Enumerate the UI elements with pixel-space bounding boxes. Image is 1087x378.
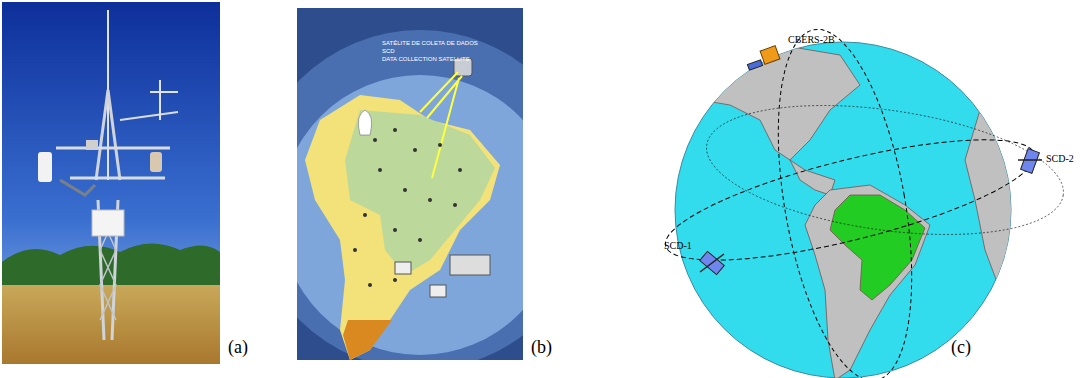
data-collection-diagram — [297, 8, 523, 360]
station-photo — [2, 2, 220, 364]
diagram-caption: SATÉLITE DE COLETA DE DADOS — [382, 40, 478, 47]
satellite-name: CBERS-2B — [788, 34, 835, 45]
globe — [656, 19, 1072, 378]
panel-label: (b) — [531, 338, 552, 358]
satellite-name: SCD-1 — [664, 240, 692, 251]
panel-label: (c) — [951, 338, 971, 358]
diagram-caption: DATA COLLECTION SATELLITE — [382, 56, 470, 63]
diagram-caption: SCD — [382, 48, 395, 55]
panel-label: (a) — [228, 338, 248, 358]
satellite-name: SCD-2 — [1046, 153, 1074, 164]
